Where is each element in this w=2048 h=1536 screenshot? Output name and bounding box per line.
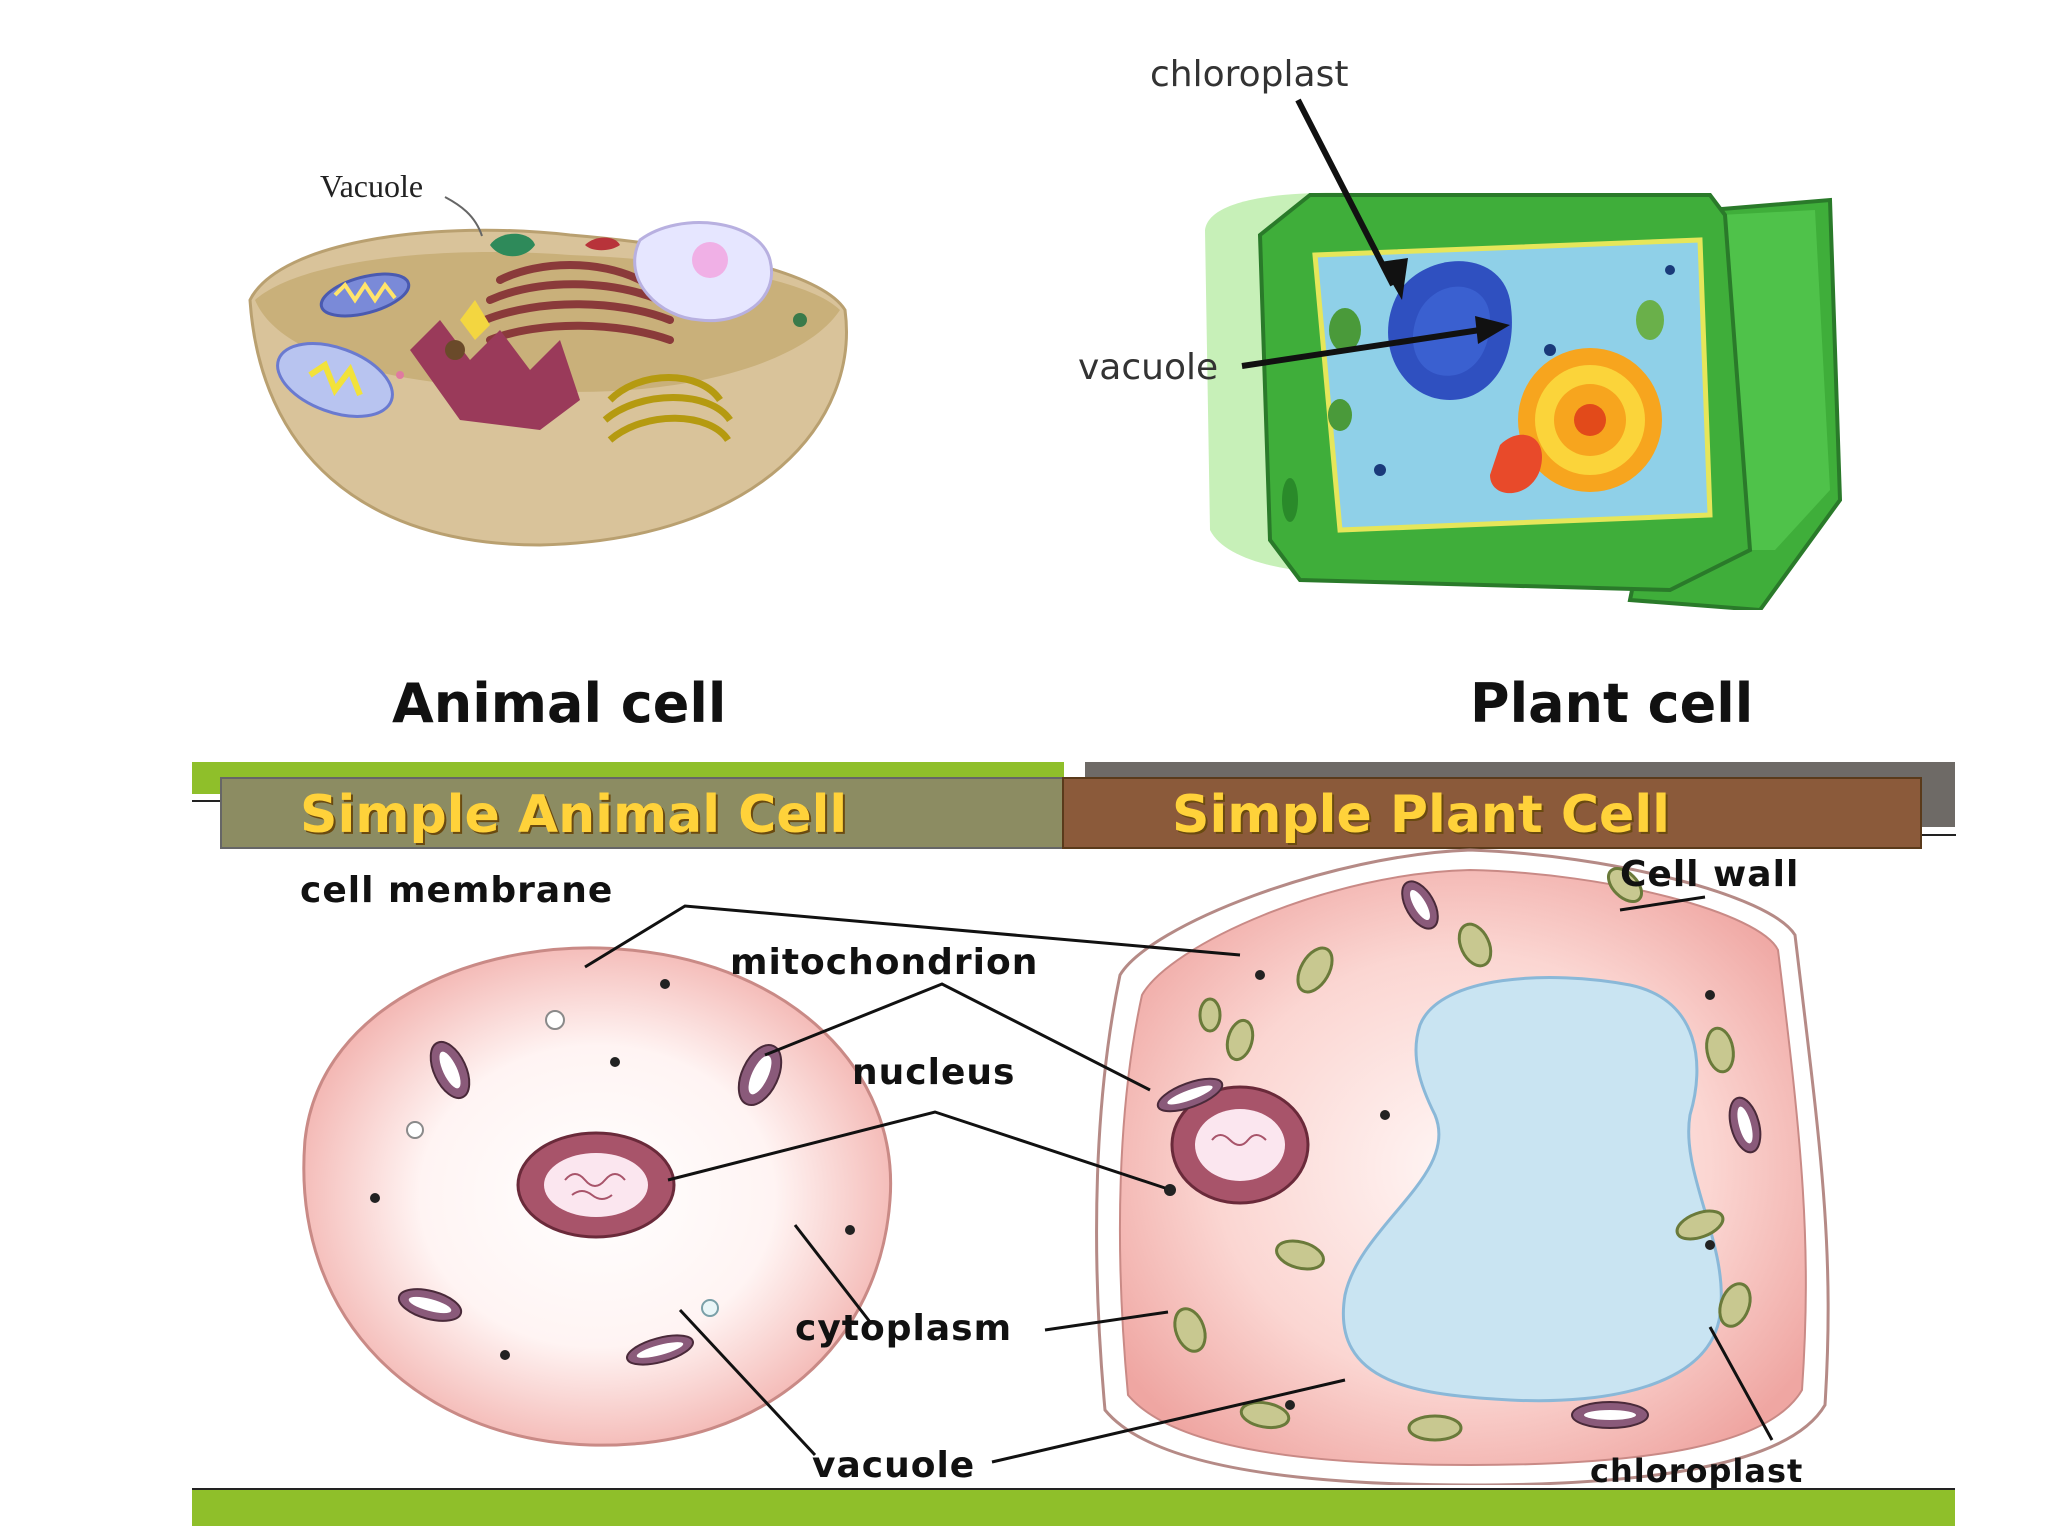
plant-vacuole-label: vacuole bbox=[1078, 347, 1219, 388]
label-chloroplast: chloroplast bbox=[1590, 1452, 1804, 1490]
divider-line-right bbox=[1920, 834, 1956, 836]
plant-cell-caption: Plant cell bbox=[1470, 672, 1754, 735]
label-cell-wall: Cell wall bbox=[1620, 854, 1800, 895]
label-vacuole: vacuole bbox=[812, 1445, 976, 1486]
divider-line-left bbox=[192, 800, 222, 802]
plant-cell-2d-diagram bbox=[1095, 848, 1830, 1485]
label-cytoplasm: cytoplasm bbox=[795, 1308, 1013, 1349]
plant-header-banner: Simple Plant Cell bbox=[1062, 777, 1922, 849]
label-mitochondrion: mitochondrion bbox=[730, 942, 1039, 983]
plant-cell-3d-illustration bbox=[1205, 192, 1843, 610]
plant-chloroplast-label: chloroplast bbox=[1150, 54, 1349, 95]
animal-cell-2d-diagram bbox=[302, 946, 893, 1447]
animal-cell-caption: Animal cell bbox=[392, 672, 727, 735]
animal-header-banner: Simple Animal Cell bbox=[220, 777, 1065, 849]
top-label-lines bbox=[444, 98, 1510, 369]
plant-header-title: Simple Plant Cell bbox=[1172, 785, 1670, 845]
label-cell-membrane: cell membrane bbox=[300, 870, 614, 911]
animal-header-title: Simple Animal Cell bbox=[300, 785, 848, 845]
animal-cell-3d-illustration bbox=[248, 221, 848, 547]
label-nucleus: nucleus bbox=[852, 1052, 1016, 1093]
animal-vacuole-label: Vacuole bbox=[320, 168, 424, 204]
green-band-bottom bbox=[192, 1488, 1955, 1526]
